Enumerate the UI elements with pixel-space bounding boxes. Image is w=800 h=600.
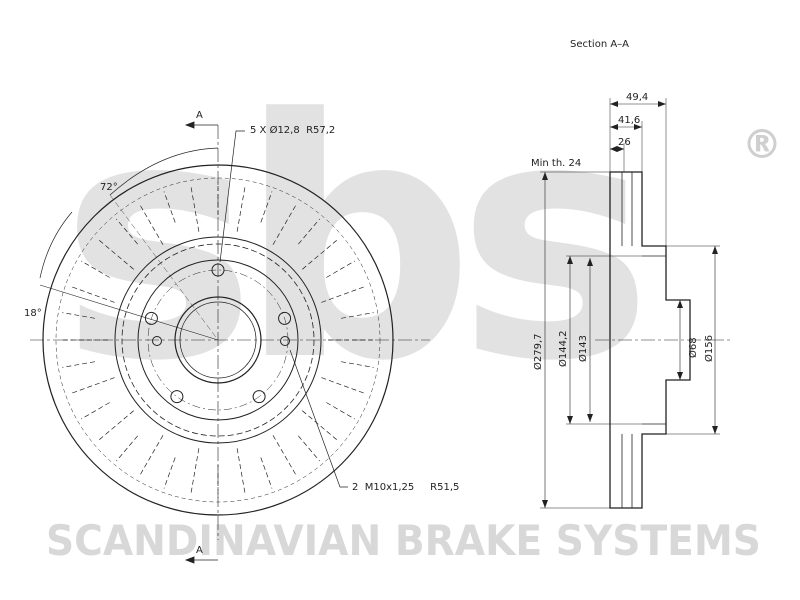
section-view	[540, 98, 730, 509]
watermark-logo: sbs	[60, 49, 642, 433]
angle-label-72: 72°	[100, 182, 118, 193]
threaded-hole-right	[280, 336, 290, 346]
section-marker-top: A	[196, 110, 203, 121]
dimension-arrowheads	[542, 101, 718, 508]
center-bore-inner	[179, 301, 257, 379]
dim-min-thickness: Min th. 24	[531, 158, 581, 169]
leader-threaded-holes	[289, 349, 348, 488]
angle-ref-line-18	[39, 284, 219, 341]
section-view-labels: Section A–A 49,4 41,6 26 Min th. 24 Ø279…	[531, 39, 715, 370]
front-view-labels: A A 72° 18° 5 X Ø12,8 R57,2 2 M10x1,25 R…	[24, 110, 459, 556]
vent-slot	[260, 457, 273, 489]
vent-slot	[138, 435, 164, 477]
watermark-company: SCANDINAVIAN BRAKE SYSTEMS	[46, 516, 761, 565]
disc-vent-outer	[55, 177, 381, 503]
threaded-hole-spec: 2 M10x1,25 R51,5	[352, 482, 459, 493]
vent-slot	[341, 361, 374, 368]
vent-slot	[236, 448, 246, 496]
section-marker-bottom: A	[196, 545, 203, 556]
disc-outer-edge	[42, 164, 394, 516]
vent-slot	[62, 312, 95, 319]
watermark: sbs ® SCANDINAVIAN BRAKE SYSTEMS	[46, 49, 782, 565]
vent-slot	[260, 191, 273, 223]
vent-slot	[190, 448, 200, 496]
vent-slot	[116, 218, 138, 245]
threaded-hole-left	[152, 336, 162, 346]
leader-bolt-holes	[219, 130, 245, 263]
dim-hat-depth: 41,6	[618, 115, 640, 126]
section-title: Section A–A	[570, 39, 629, 50]
dim-outer-diameter: Ø279,7	[532, 334, 544, 371]
center-bore-outer	[174, 296, 262, 384]
vent-slot	[81, 260, 110, 278]
bolt-hole	[144, 311, 158, 325]
section-arrow-bottom	[184, 556, 218, 564]
dim-center-bore: Ø68	[687, 337, 699, 358]
vent-slot	[272, 435, 298, 477]
bolt-circle	[147, 269, 289, 411]
vent-slots	[60, 182, 376, 498]
vent-slot	[163, 457, 176, 489]
dim-hat-outer-diameter: Ø144,2	[557, 331, 569, 368]
bolt-holes	[144, 263, 292, 404]
front-view	[30, 121, 430, 564]
dim-pad-inner-diameter: Ø156	[703, 335, 715, 362]
vent-slot	[190, 184, 200, 232]
section-arrow-top	[184, 121, 218, 129]
angle-arc-18	[39, 211, 73, 279]
vent-slot	[116, 435, 138, 462]
dim-hat-inner-diameter: Ø143	[577, 335, 589, 362]
bolt-hole-spec: 5 X Ø12,8 R57,2	[250, 124, 335, 136]
angle-ref-line-72	[109, 194, 219, 341]
vent-slot	[298, 218, 320, 245]
dim-disc-thickness: 26	[618, 137, 631, 148]
dim-total-thickness: 49,4	[626, 92, 648, 103]
bolt-hole	[211, 263, 225, 277]
bolt-hole	[252, 390, 266, 404]
vent-slot	[81, 402, 110, 420]
disc-friction-inner	[114, 236, 322, 444]
vent-slot	[326, 402, 355, 420]
hat-outer-circle	[121, 243, 315, 437]
vent-slot	[326, 260, 355, 278]
bolt-hole	[278, 311, 292, 325]
vent-slot	[236, 184, 246, 232]
angle-label-18: 18°	[24, 308, 42, 319]
vent-slot	[341, 312, 374, 319]
disc-profile	[609, 171, 691, 509]
hat-step-circle	[137, 259, 299, 421]
angle-arc-72	[109, 147, 219, 196]
registered-mark: ®	[742, 122, 782, 168]
vent-slot	[163, 191, 176, 223]
vent-slot	[62, 361, 95, 368]
bolt-hole	[170, 390, 184, 404]
vent-slot	[298, 435, 320, 462]
